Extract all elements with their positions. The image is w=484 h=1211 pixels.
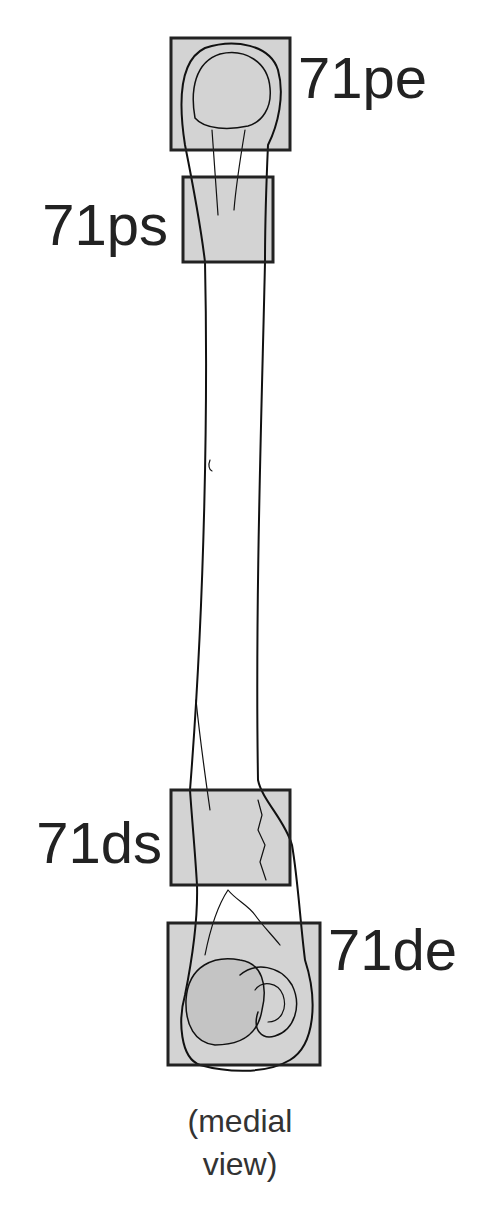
head-outline <box>193 53 270 129</box>
fracture-line <box>258 800 266 880</box>
region-code: 71pe <box>298 49 427 107</box>
region-code: 71ps <box>42 196 168 254</box>
condyle-outline <box>240 967 297 1037</box>
condyle-outline <box>255 984 285 1022</box>
region-code: 71ds <box>36 814 162 872</box>
region-box <box>171 38 290 150</box>
neck-line <box>234 130 245 210</box>
region-box <box>171 790 290 885</box>
region-box-fill <box>183 177 273 262</box>
condyle-surface <box>186 959 264 1045</box>
region-box-fill <box>168 923 320 1065</box>
neck-line <box>212 130 218 215</box>
region-code: 71de <box>328 921 457 979</box>
region-box <box>168 923 320 1065</box>
region-box-fill <box>171 790 290 885</box>
condyle-outline <box>186 959 264 1045</box>
region-box <box>183 177 273 262</box>
shaft-line <box>196 700 210 810</box>
nutrient-foramen <box>209 460 212 471</box>
bone-fill <box>181 44 312 1071</box>
bone-outline <box>181 44 312 1071</box>
view-caption: (medial view) <box>165 1100 315 1186</box>
